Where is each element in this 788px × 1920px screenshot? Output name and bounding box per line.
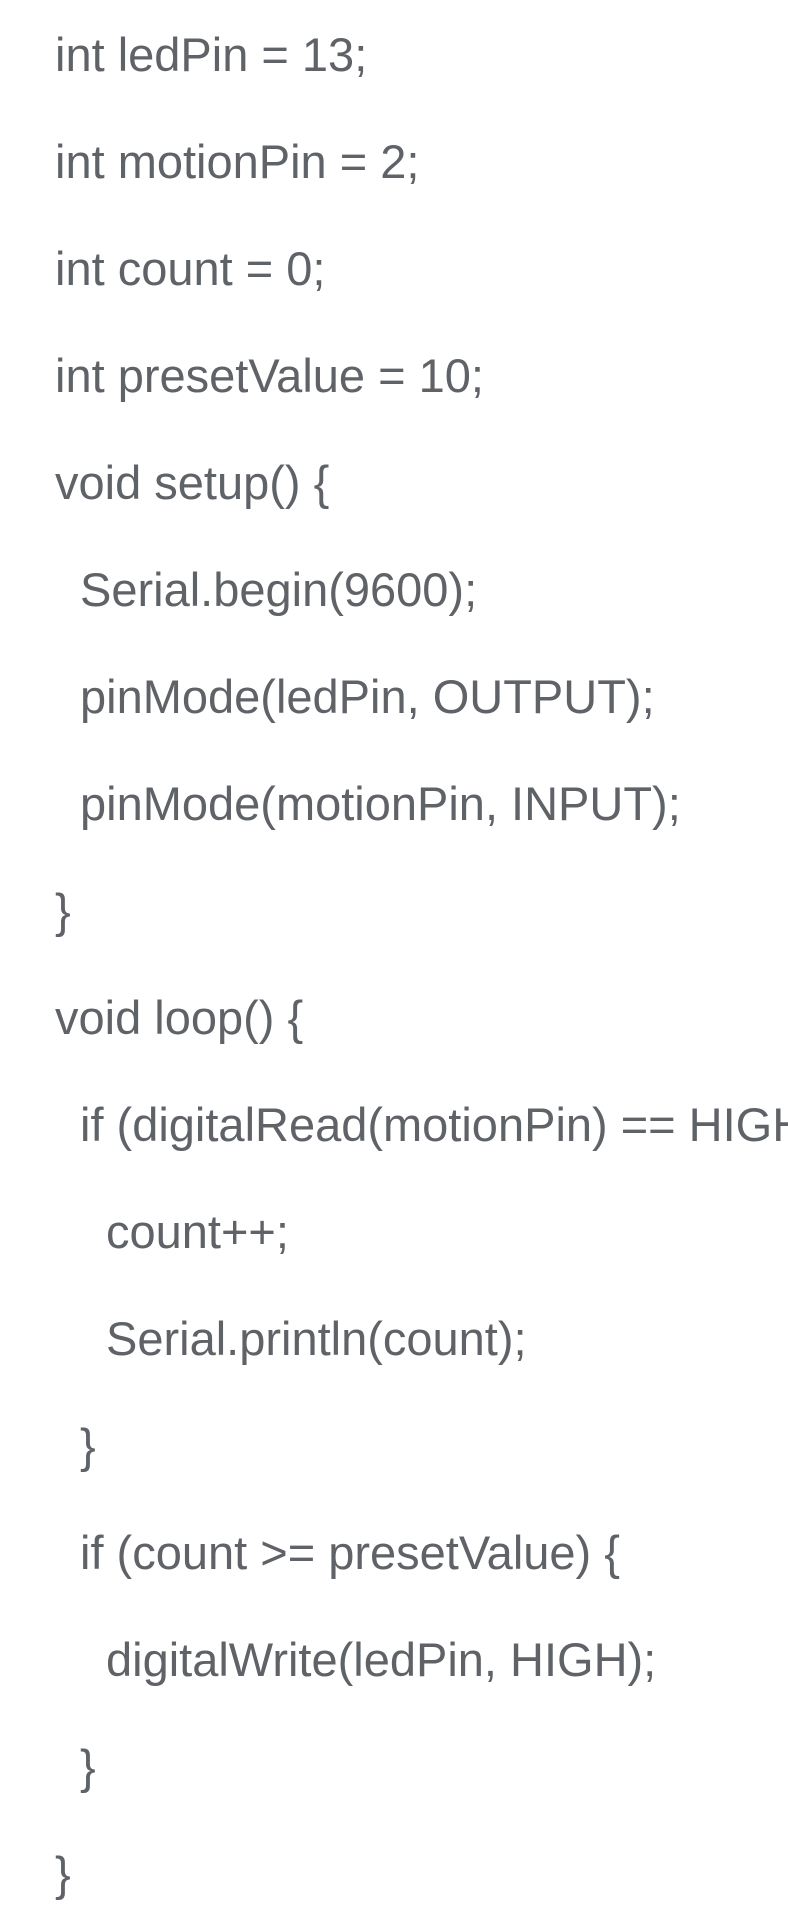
- code-line: digitalWrite(ledPin, HIGH);: [106, 1633, 657, 1686]
- code-line: int ledPin = 13;: [55, 28, 368, 81]
- code-line: int presetValue = 10;: [55, 349, 484, 402]
- code-line: if (count >= presetValue) {: [80, 1526, 620, 1579]
- code-line: }: [55, 884, 71, 937]
- code-line: if (digitalRead(motionPin) == HIGH: [80, 1098, 788, 1151]
- code-line: count++;: [106, 1205, 289, 1258]
- code-line: Serial.println(count);: [106, 1312, 527, 1365]
- code-line: int motionPin = 2;: [55, 135, 420, 188]
- code-line: int count = 0;: [55, 242, 326, 295]
- code-line: pinMode(ledPin, OUTPUT);: [80, 670, 655, 723]
- code-line: void setup() {: [55, 456, 330, 509]
- code-line: }: [80, 1419, 96, 1472]
- code-line: }: [80, 1740, 96, 1793]
- code-line: }: [55, 1847, 71, 1900]
- code-line: pinMode(motionPin, INPUT);: [80, 777, 681, 830]
- code-line: void loop() {: [55, 991, 304, 1044]
- code-line: Serial.begin(9600);: [80, 563, 478, 616]
